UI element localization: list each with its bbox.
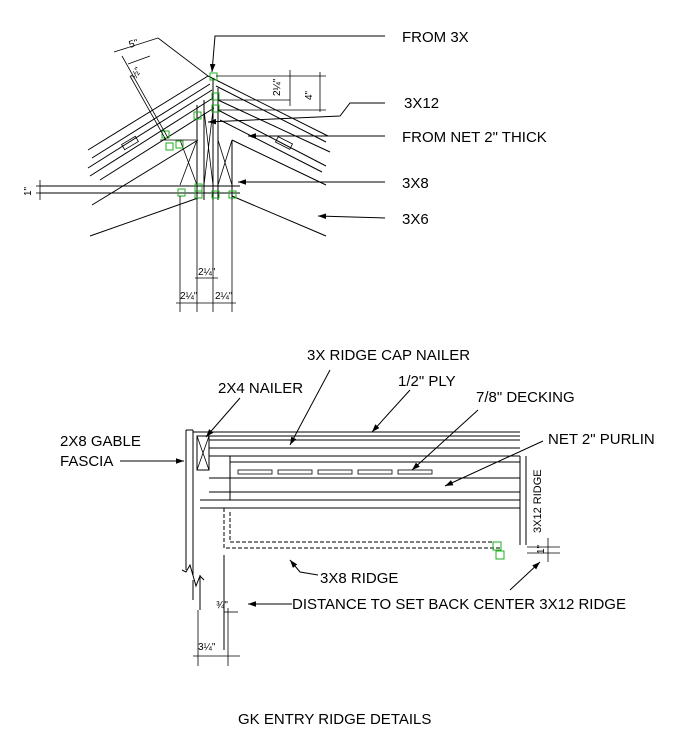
- dim-text-1-top: 1": [23, 186, 34, 196]
- dim-text-4: 4": [304, 90, 315, 100]
- dim-text-3-1-4: 3¼": [198, 641, 216, 653]
- label-3x6: 3X6: [402, 211, 429, 228]
- label-from-net-2-thick: FROM NET 2" THICK: [402, 129, 547, 146]
- ridge-3x12-outline: [223, 508, 505, 650]
- ply-and-decking: [193, 431, 520, 457]
- bottom-ridge-section: [120, 369, 560, 666]
- label-3x8: 3X8: [402, 175, 429, 192]
- dim-text-2-1-4-right: 2¼": [271, 78, 283, 96]
- label-decking: 7/8" DECKING: [476, 389, 575, 406]
- label-net-purlin: NET 2" PURLIN: [548, 431, 655, 448]
- drawing-title: GK ENTRY RIDGE DETAILS: [238, 711, 431, 728]
- fascia-board: [181, 429, 205, 610]
- bottom-leaders: [120, 369, 544, 607]
- bottom-dims: [193, 538, 560, 666]
- dim-text-2-1-4-right-bottom: 2¼": [215, 290, 233, 302]
- label-gable-fascia-2: FASCIA: [60, 453, 113, 470]
- center-posts: [179, 78, 233, 200]
- dim-text-2-1-4-left: 2¼": [180, 290, 198, 302]
- dim-1-inch-top: [36, 180, 46, 200]
- label-from-3x: FROM 3X: [402, 29, 469, 46]
- dim-text-5: 5": [128, 38, 140, 51]
- top-labels: FROM 3X 3X12 FROM NET 2" THICK 3X8 3X6: [402, 29, 547, 228]
- label-3x12: 3X12: [404, 95, 439, 112]
- bottom-labels: 3X RIDGE CAP NAILER 2X4 NAILER 1/2" PLY …: [60, 347, 655, 653]
- label-set-back: DISTANCE TO SET BACK CENTER 3X12 RIDGE: [292, 596, 626, 613]
- purlin-blocks: [200, 456, 527, 545]
- top-leaders: [207, 35, 386, 220]
- label-ply: 1/2" PLY: [398, 373, 456, 390]
- dim-text-3-4: ¾": [216, 600, 228, 611]
- dim-text-2-1-4-mid: 2¼": [198, 266, 216, 278]
- dim-extension-lines: [176, 196, 236, 312]
- label-ridge-cap-nailer: 3X RIDGE CAP NAILER: [307, 347, 470, 364]
- dim-5-inch: [113, 37, 209, 141]
- connector-markers: [161, 72, 237, 199]
- top-dim-text: 5" ½" 2¼" 4" 1" 2¼" 2¼" 2¼": [23, 38, 315, 302]
- nailer-2x4: [196, 435, 210, 471]
- dim-text-half: ½": [129, 65, 145, 81]
- label-2x4-nailer: 2X4 NAILER: [218, 380, 303, 397]
- top-ridge-section: [36, 35, 386, 312]
- label-gable-fascia-1: 2X8 GABLE: [60, 433, 141, 450]
- left-roof-slope: [87, 75, 215, 237]
- dim-text-1-bottom: 1": [536, 544, 547, 554]
- dim-right-vertical: [216, 70, 326, 112]
- label-3x8-ridge: 3X8 RIDGE: [320, 570, 398, 587]
- right-roof-slope: [207, 75, 331, 237]
- beam-lines: [40, 139, 240, 194]
- label-3x12-ridge-vertical: 3X12 RIDGE: [532, 469, 544, 533]
